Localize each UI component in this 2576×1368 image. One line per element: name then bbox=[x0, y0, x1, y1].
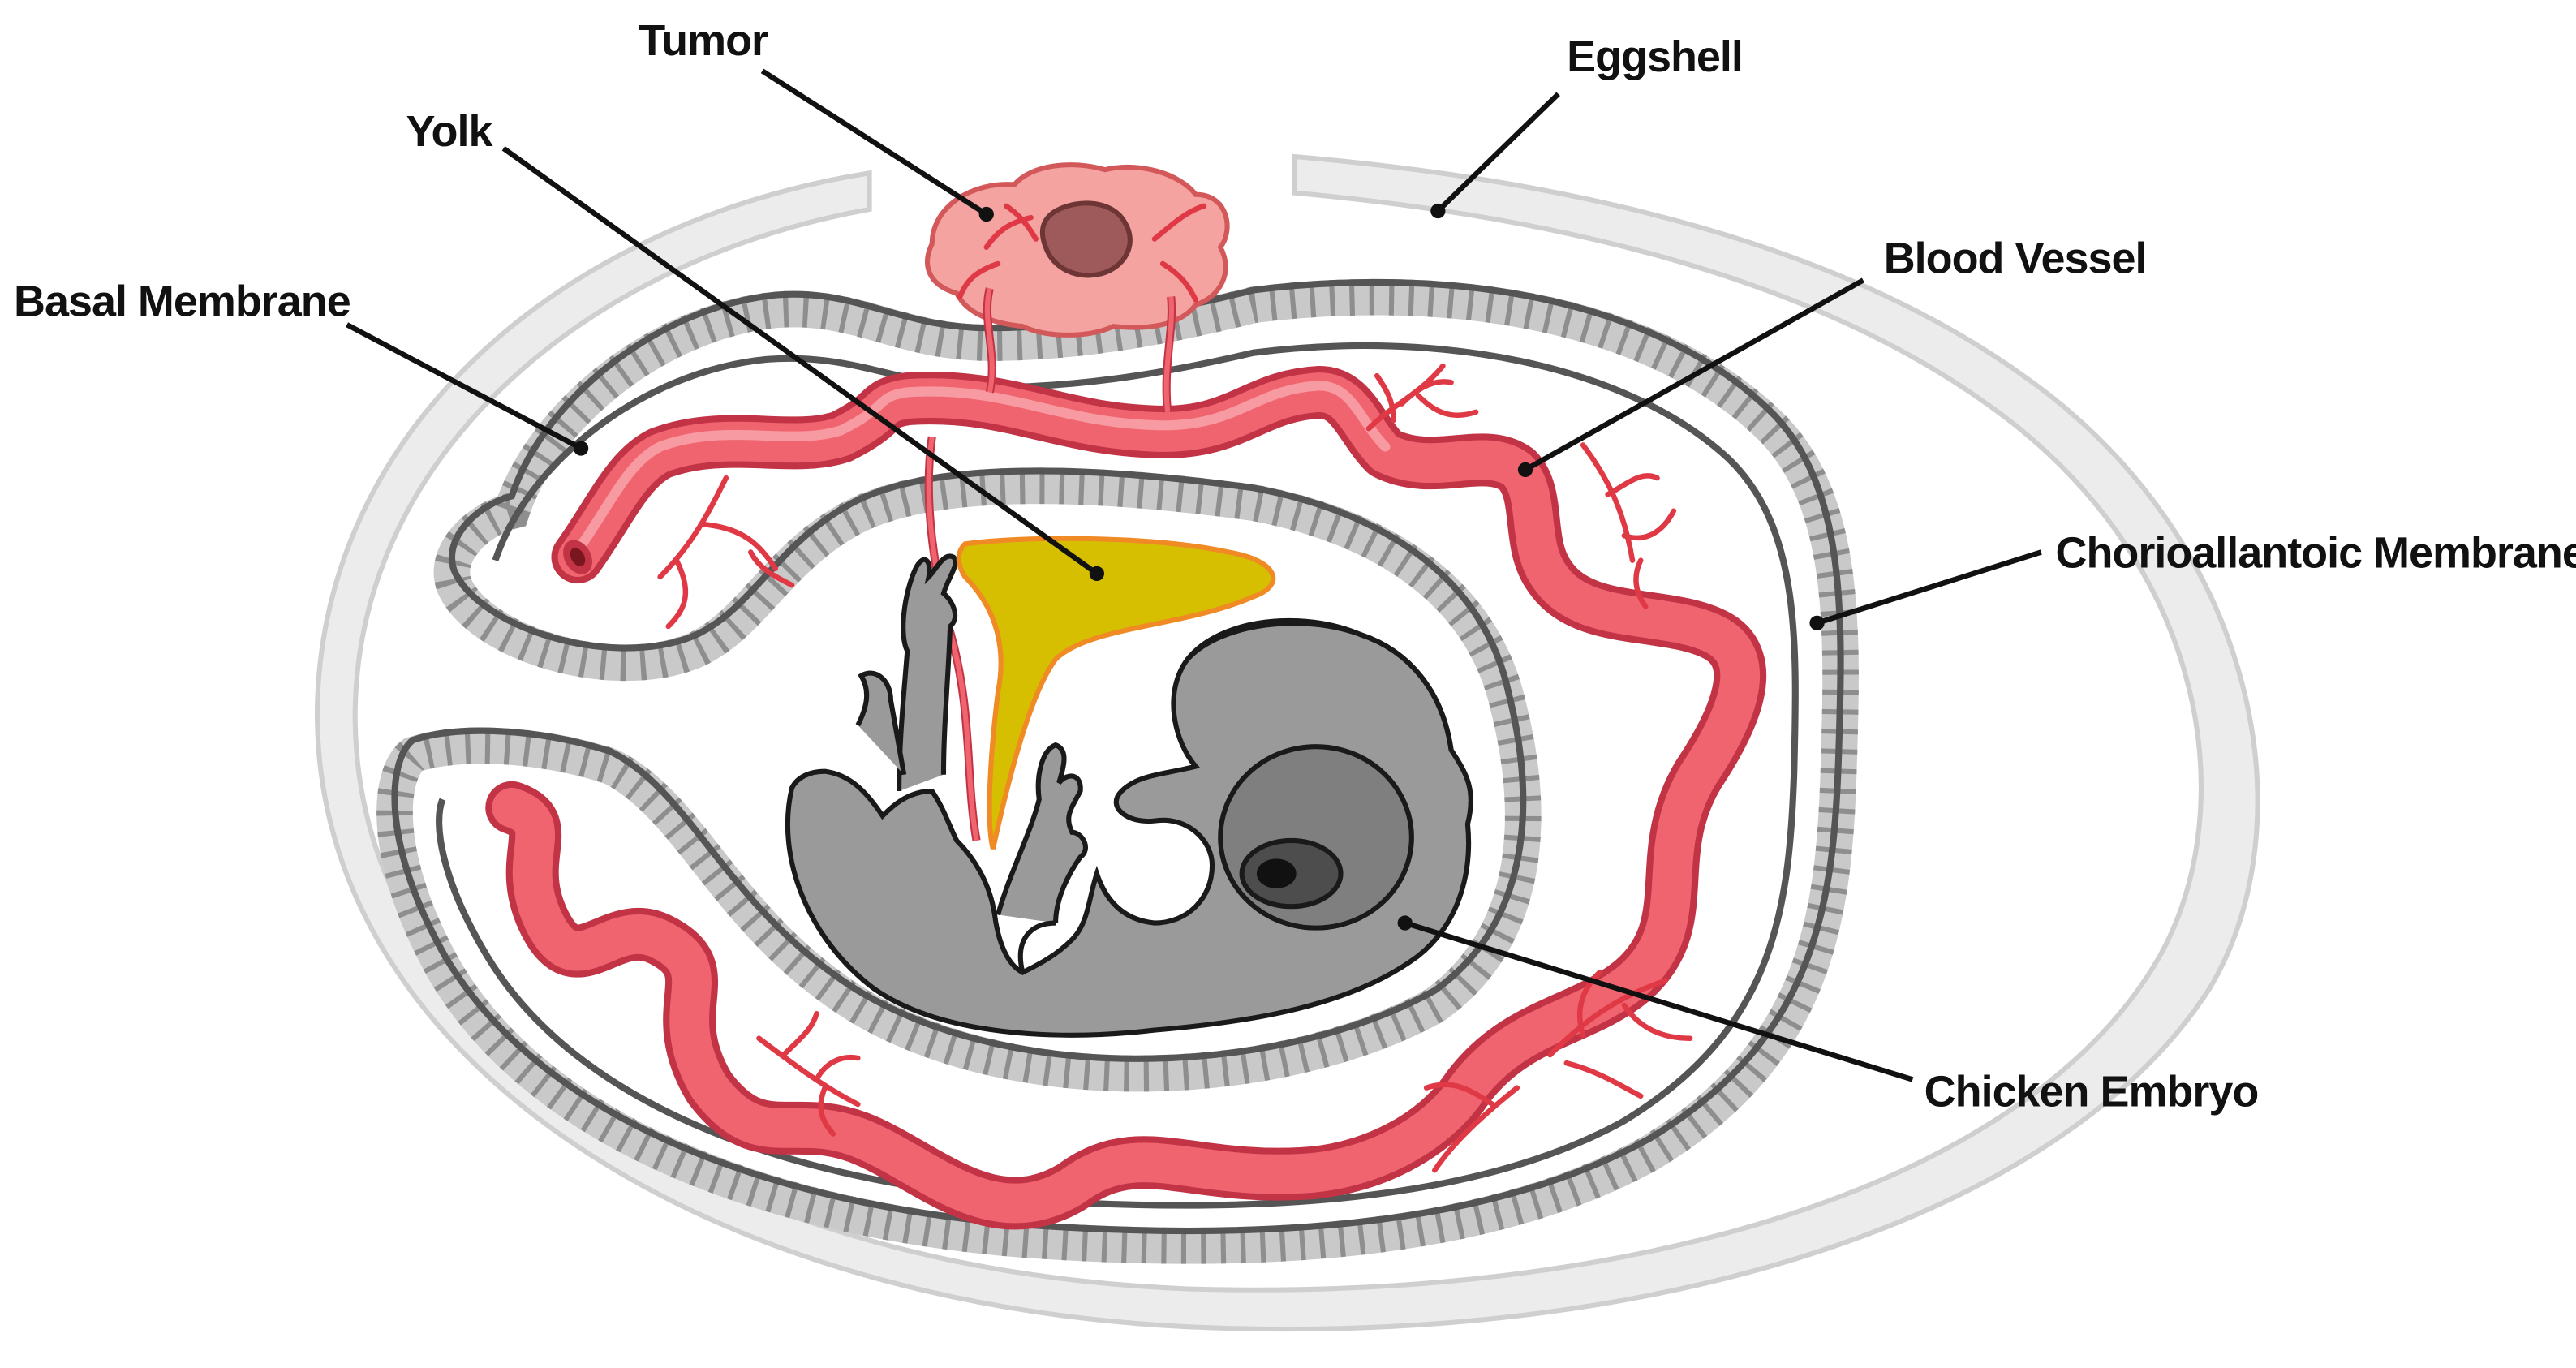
label-yolk: Yolk bbox=[406, 107, 494, 156]
yolk bbox=[956, 536, 1276, 850]
label-tumor: Tumor bbox=[639, 16, 768, 65]
chicken-embryo bbox=[785, 553, 1473, 1038]
chorioallantoic-membrane bbox=[376, 278, 1859, 1264]
label-eggshell: Eggshell bbox=[1567, 32, 1743, 81]
tumor bbox=[925, 162, 1230, 413]
labels: Tumor Eggshell Yolk Blood Vessel Basal M… bbox=[14, 16, 2576, 1116]
label-chicken-embryo: Chicken Embryo bbox=[1924, 1068, 2259, 1116]
label-basal-membrane: Basal Membrane bbox=[14, 277, 350, 326]
label-blood-vessel: Blood Vessel bbox=[1884, 234, 2147, 283]
leader-lines bbox=[346, 68, 2042, 1082]
capillaries bbox=[657, 363, 1693, 1173]
label-chorioallantoic-membrane: Chorioallantoic Membrane bbox=[2056, 528, 2576, 577]
